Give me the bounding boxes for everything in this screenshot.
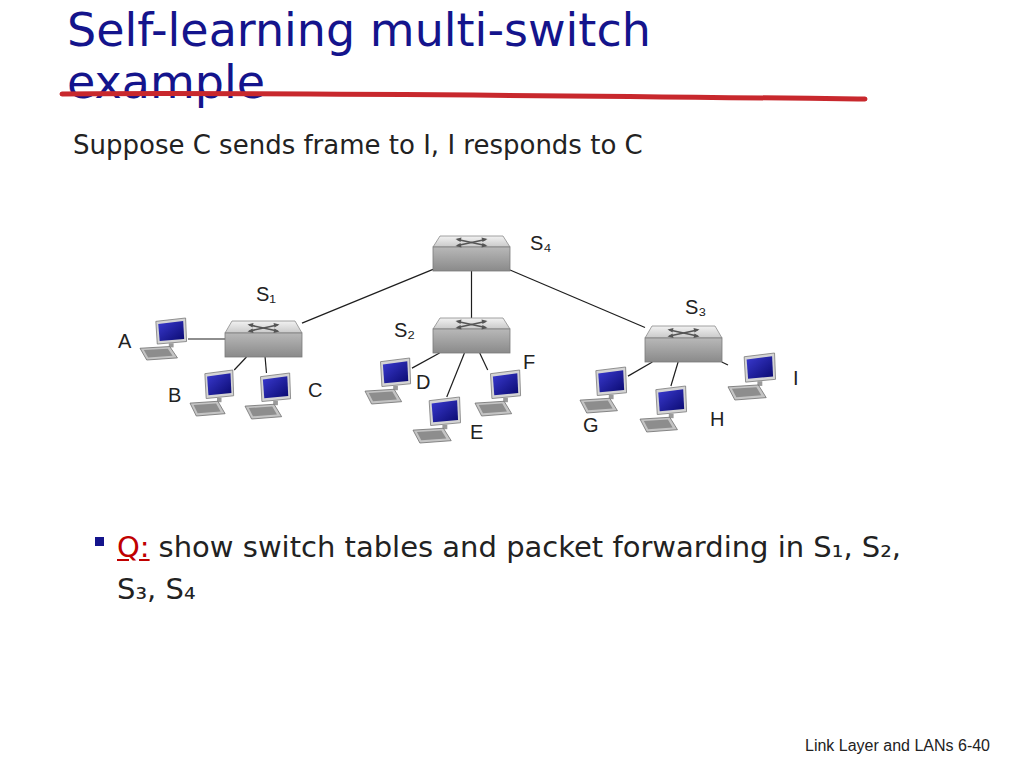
network-link bbox=[510, 270, 645, 328]
bullet-item: Q:show switch tables and packet forwardi… bbox=[117, 526, 947, 610]
network-link bbox=[302, 269, 433, 323]
computer-icon bbox=[140, 318, 188, 360]
computer-icon bbox=[640, 386, 688, 432]
host-label: D bbox=[416, 371, 430, 393]
host-label: I bbox=[793, 367, 799, 389]
host-node: I bbox=[728, 353, 777, 400]
host-node: D bbox=[365, 358, 412, 404]
computer-icon bbox=[365, 358, 412, 404]
computer-icon bbox=[728, 353, 777, 400]
switch-label: S₃ bbox=[685, 296, 706, 318]
host-node: E bbox=[413, 397, 462, 443]
network-link bbox=[265, 357, 266, 373]
network-link bbox=[188, 338, 225, 339]
host-node: C bbox=[245, 373, 292, 419]
computer-icon bbox=[580, 367, 628, 413]
network-link bbox=[628, 362, 652, 376]
switch-icon bbox=[433, 236, 510, 271]
network-link bbox=[471, 271, 472, 318]
switch-icon bbox=[645, 326, 722, 362]
network-link bbox=[722, 362, 728, 365]
question-text: show switch tables and packet forwarding… bbox=[117, 530, 901, 606]
switch-node: S₂ bbox=[433, 318, 510, 353]
host-label: G bbox=[583, 414, 599, 436]
network-link bbox=[234, 357, 246, 370]
switch-node: S₁ bbox=[225, 321, 302, 357]
host-label: C bbox=[308, 379, 322, 401]
computer-icon bbox=[190, 370, 235, 416]
network-link bbox=[447, 353, 465, 397]
switch-label: S₄ bbox=[530, 232, 552, 254]
computer-icon bbox=[475, 370, 522, 416]
slide-title: Self-learning multi-switch example bbox=[67, 4, 767, 108]
switch-node: S₃ bbox=[645, 326, 722, 362]
host-label: H bbox=[710, 408, 724, 430]
host-label: E bbox=[470, 421, 483, 443]
host-label: B bbox=[168, 384, 181, 406]
computer-icon bbox=[413, 397, 462, 443]
network-link bbox=[412, 353, 440, 368]
host-label: F bbox=[523, 351, 535, 373]
subtitle-text: Suppose C sends frame to I, I responds t… bbox=[73, 130, 643, 160]
computer-icon bbox=[245, 373, 292, 419]
footer-text: Link Layer and LANs 6-40 bbox=[805, 737, 990, 755]
switch-label: S₁ bbox=[256, 283, 276, 305]
host-node: B bbox=[190, 370, 235, 416]
host-node: G bbox=[580, 367, 628, 413]
host-node: A bbox=[140, 318, 188, 360]
host-label: A bbox=[118, 330, 131, 352]
switch-node: S₄ bbox=[433, 236, 510, 271]
host-node: F bbox=[475, 370, 522, 416]
switch-icon bbox=[225, 321, 302, 357]
question-marker: Q: bbox=[117, 530, 150, 564]
network-link bbox=[480, 353, 488, 370]
network-link bbox=[671, 362, 678, 386]
host-node: H bbox=[640, 386, 688, 432]
bullet-square bbox=[95, 537, 104, 546]
switch-icon bbox=[433, 318, 510, 353]
switch-label: S₂ bbox=[394, 319, 415, 341]
